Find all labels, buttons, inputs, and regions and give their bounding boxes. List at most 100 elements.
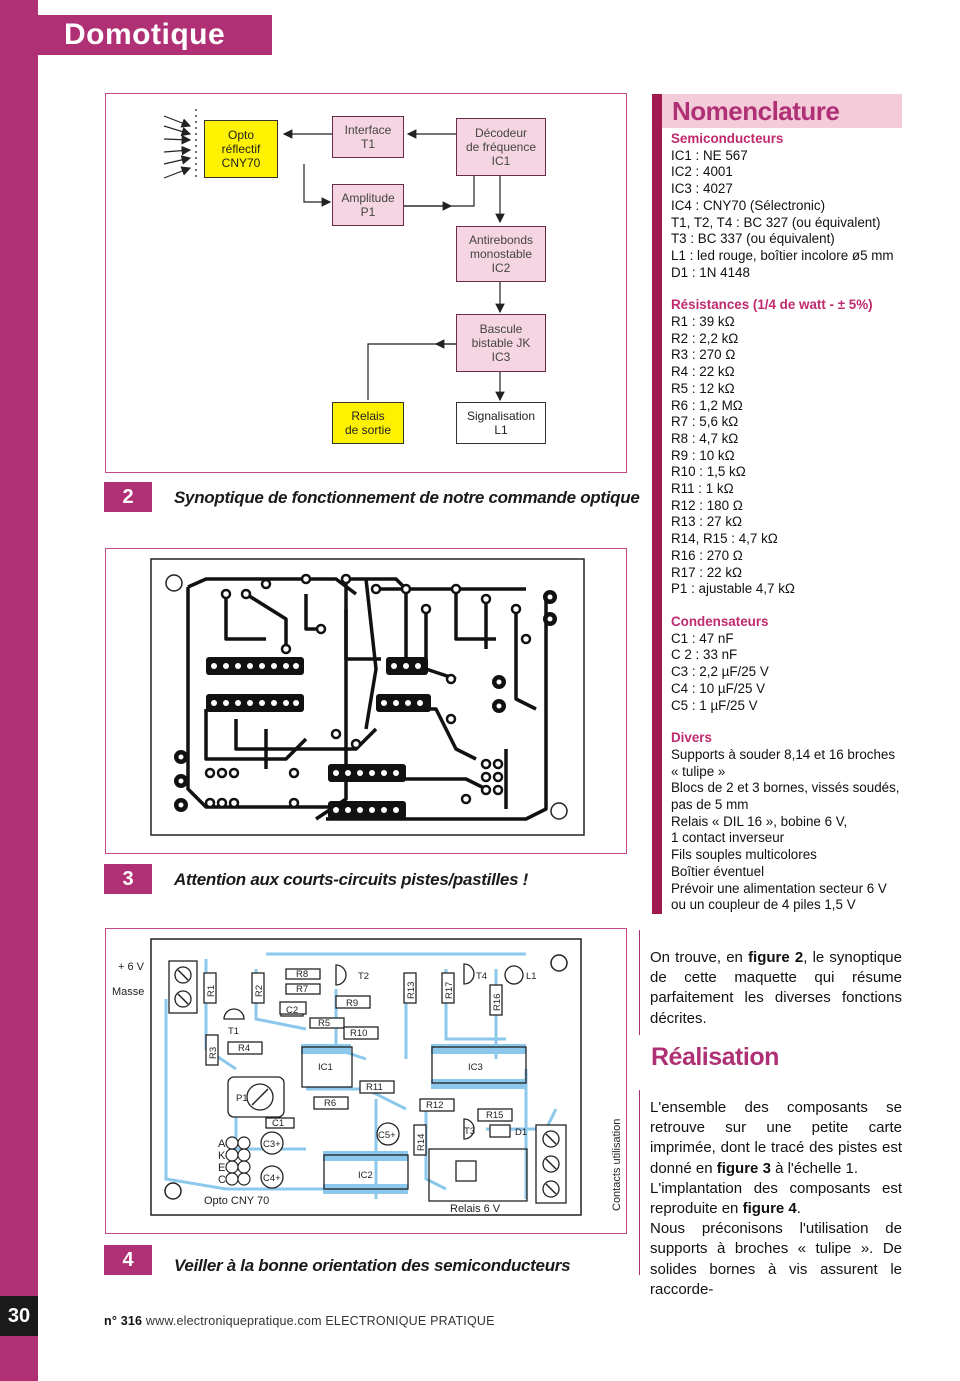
label-c: C — [218, 1174, 226, 1186]
label-e: E — [218, 1162, 225, 1174]
label-r15: R15 — [486, 1110, 503, 1121]
block-bascule: Bascule bistable JK IC3 — [456, 314, 546, 372]
nomenclature-item: R3 : 270 Ω — [671, 347, 736, 363]
label-contacts: Contacts utilisation — [611, 1119, 623, 1211]
figure-3-number: 3 — [104, 864, 152, 894]
figure-ref: figure 2 — [748, 949, 804, 966]
nomenclature-item: R13 : 27 kΩ — [671, 514, 743, 530]
paragraph: L'implantation des composants est reprod… — [650, 1179, 902, 1218]
figure-3-caption: Attention aux courts-circuits pistes/pas… — [174, 870, 529, 889]
pcb-pad-row — [206, 657, 304, 675]
figure-3-frame — [105, 548, 627, 854]
label-t3: T3 — [464, 1126, 475, 1137]
nomenclature-item: D1 : 1N 4148 — [671, 264, 750, 280]
figure-ref: figure 4 — [742, 1200, 797, 1218]
nomenclature-item: T3 : BC 337 (ou équivalent) — [671, 231, 835, 247]
figure-ref: figure 3 — [716, 1159, 771, 1177]
block-amplitude: Amplitude P1 — [332, 184, 404, 226]
nomenclature-item: T1, T2, T4 : BC 327 (ou équivalent) — [671, 214, 881, 230]
nomenclature-item: IC1 : NE 567 — [671, 147, 748, 163]
pcb-copper-layout — [150, 558, 585, 836]
label-plus-6v: + 6 V — [118, 961, 145, 973]
label-t1: T1 — [228, 1026, 239, 1037]
nomenclature-item: Boîtier éventuel — [671, 863, 765, 879]
page-footer: n° 316 www.electroniquepratique.com ELEC… — [104, 1314, 495, 1328]
nomenclature-item: R4 : 22 kΩ — [671, 364, 735, 380]
nomenclature-item: C1 : 47 nF — [671, 630, 734, 646]
nomenclature-item: R1 : 39 kΩ — [671, 314, 735, 330]
paragraph: L'ensemble des composants se retrouve su… — [650, 1099, 902, 1177]
label-r14: R14 — [416, 1134, 427, 1151]
nomenclature-item: R10 : 1,5 kΩ — [671, 464, 746, 480]
block-antirebonds: Antirebonds monostable IC2 — [456, 226, 546, 282]
block-relais: Relais de sortie — [332, 402, 404, 444]
figure-4-frame: + 6 V Masse Opto CNY 70 Relais 6 V Conta… — [105, 928, 627, 1234]
nomenclature-item: IC4 : CNY70 (Sélectronic) — [671, 197, 826, 213]
label-c5: C5+ — [378, 1130, 396, 1141]
label-ic2: IC2 — [358, 1170, 373, 1181]
nomenclature-box: Nomenclature Semiconducteurs IC1 : NE 56… — [652, 94, 902, 914]
nomenclature-item: IC3 : 4027 — [671, 181, 733, 197]
label-r11: R11 — [366, 1082, 383, 1093]
label-r12: R12 — [426, 1100, 443, 1111]
label-r9: R9 — [346, 998, 358, 1009]
label-r4: R4 — [238, 1043, 250, 1054]
nomenclature-item: Prévoir une alimentation secteur 6 V ou … — [671, 880, 887, 913]
nomenclature-item: C 2 : 33 nF — [671, 647, 738, 663]
label-r6: R6 — [324, 1098, 336, 1109]
figure-4-number: 4 — [104, 1245, 152, 1275]
column-rule-bottom — [639, 1090, 640, 1275]
nomenclature-item: P1 : ajustable 4,7 kΩ — [671, 581, 795, 597]
label-r10: R10 — [350, 1028, 367, 1039]
label-c2: C2 — [286, 1005, 298, 1016]
block-signalisation: Signalisation L1 — [456, 402, 546, 444]
label-d1: D1 — [515, 1127, 527, 1138]
block-decodeur: Décodeur de fréquence IC1 — [456, 118, 546, 176]
nomenclature-heading: Semiconducteurs — [671, 131, 784, 146]
block-interface: Interface T1 — [332, 116, 404, 158]
nomenclature-item: Blocs de 2 et 3 bornes, vissés soudés, p… — [671, 780, 900, 813]
label-ic3: IC3 — [468, 1062, 483, 1073]
label-t4: T4 — [476, 971, 487, 982]
label-a: A — [218, 1138, 226, 1150]
issue-number: n° 316 — [104, 1314, 143, 1328]
article-body: L'ensemble des composants se retrouve su… — [650, 1098, 902, 1300]
nomenclature-item: C5 : 1 µF/25 V — [671, 697, 758, 713]
magazine-name: ELECTRONIQUE PRATIQUE — [325, 1314, 495, 1328]
component-placement: + 6 V Masse Opto CNY 70 Relais 6 V Conta… — [112, 938, 623, 1216]
nomenclature-item: IC2 : 4001 — [671, 164, 733, 180]
label-ic1: IC1 — [318, 1062, 333, 1073]
paragraph: Nous préconisons l'utilisation de suppor… — [650, 1220, 902, 1298]
label-r17: R17 — [444, 982, 455, 999]
nomenclature-item: R6 : 1,2 MΩ — [671, 397, 743, 413]
label-r16: R16 — [492, 994, 503, 1011]
section-banner: Domotique — [38, 15, 272, 55]
label-r7: R7 — [296, 984, 308, 995]
article-intro: On trouve, en figure 2, le synoptique de… — [650, 949, 902, 1027]
nomenclature-item: R14, R15 : 4,7 kΩ — [671, 531, 778, 547]
label-p1: P1 — [236, 1093, 248, 1104]
nomenclature-item: R17 : 22 kΩ — [671, 564, 743, 580]
label-r5: R5 — [318, 1018, 330, 1029]
label-r13: R13 — [406, 982, 417, 999]
label-relais-6v: Relais 6 V — [450, 1203, 501, 1215]
column-rule-top — [639, 930, 640, 1035]
figure-2-connectors — [163, 109, 505, 402]
nomenclature-item: R7 : 5,6 kΩ — [671, 414, 739, 430]
nomenclature-item: C3 : 2,2 µF/25 V — [671, 664, 769, 680]
label-k: K — [218, 1150, 226, 1162]
nomenclature-heading: Résistances (1/4 de watt - ± 5%) — [671, 297, 873, 313]
label-opto-cny70: Opto CNY 70 — [204, 1195, 269, 1207]
article-heading: Réalisation — [651, 1043, 779, 1071]
nomenclature-item: L1 : led rouge, boîtier incolore ø5 mm — [671, 247, 894, 263]
label-c1: C1 — [272, 1118, 284, 1129]
nomenclature-item: R16 : 270 Ω — [671, 547, 743, 563]
figure-2-caption: Synoptique de fonctionnement de notre co… — [174, 488, 640, 507]
label-r8: R8 — [296, 969, 308, 980]
nomenclature-title: Nomenclature — [662, 94, 902, 128]
nomenclature-item: Relais « DIL 16 », bobine 6 V, — [671, 813, 848, 829]
nomenclature-item: R9 : 10 kΩ — [671, 447, 735, 463]
nomenclature-heading: Divers — [671, 730, 712, 746]
label-t2: T2 — [358, 971, 369, 982]
label-c3: C3+ — [263, 1139, 281, 1150]
